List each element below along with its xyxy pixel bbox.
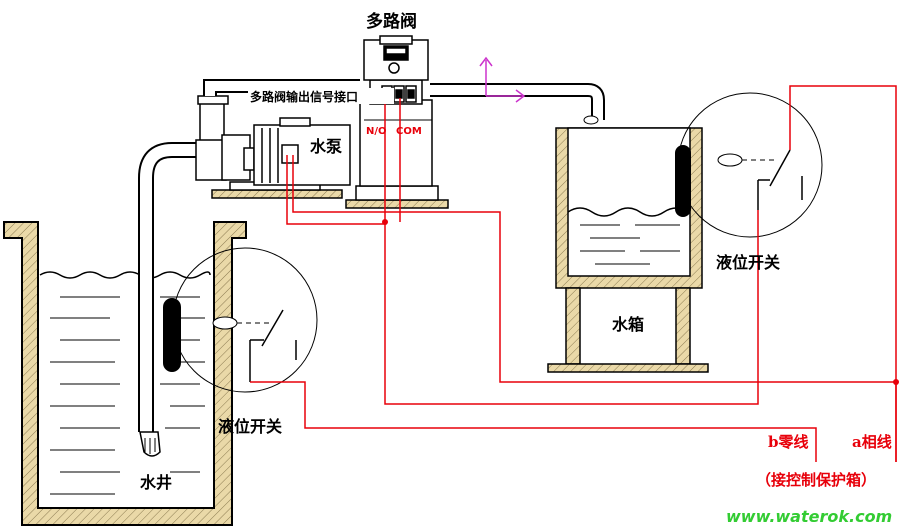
water-pump — [195, 95, 351, 199]
multiport-valve — [345, 35, 449, 209]
signal-port-label: 多路阀输出信号接口 — [250, 89, 358, 104]
no-terminal-label: N/O — [366, 126, 387, 137]
valve-title: 多路阀 — [366, 11, 417, 32]
tank-switch-label: 液位开关 — [716, 253, 780, 272]
phase-label: a相线 — [852, 433, 892, 451]
junction-dot — [893, 379, 899, 385]
well-switch-label: 液位开关 — [218, 417, 282, 436]
neutral-label: b零线 — [768, 433, 809, 451]
well-label: 水井 — [140, 473, 172, 492]
outlet-piping — [203, 79, 605, 125]
flow-arrows — [479, 56, 526, 103]
tank-label: 水箱 — [612, 315, 644, 334]
water-tank — [547, 127, 709, 373]
well-level-switch — [172, 247, 318, 393]
control-box-label: （接控制保护箱） — [756, 471, 876, 489]
well — [3, 142, 247, 526]
watermark: www.waterok.com — [726, 507, 892, 526]
pump-label: 水泵 — [310, 137, 342, 156]
labels: 多路阀 多路阀输出信号接口 N/O COM 水泵 水箱 水井 液位开关 液位开关… — [140, 11, 892, 526]
wiring — [250, 85, 897, 462]
junction-dot — [382, 219, 388, 225]
com-terminal-label: COM — [396, 126, 422, 137]
tank-level-switch — [677, 92, 823, 238]
